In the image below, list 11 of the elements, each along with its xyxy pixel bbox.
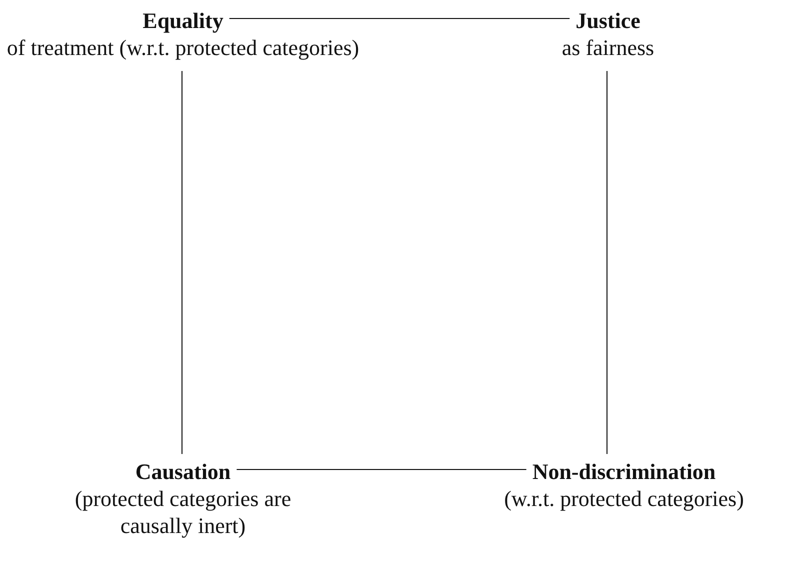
node-heading: Justice	[576, 7, 640, 34]
node-description: of treatment (w.r.t. protected categories)	[6, 34, 360, 61]
node-description: (w.r.t. protected categories)	[503, 485, 745, 512]
connector-line	[236, 469, 527, 470]
node-heading: Equality	[142, 7, 224, 34]
node-heading: Non-discrimination	[532, 458, 716, 485]
node-description: as fairness	[560, 34, 656, 61]
connector-line	[606, 70, 608, 454]
node-heading: Causation	[135, 458, 231, 485]
node-description: (protected categories are causally inert)	[74, 485, 292, 539]
connector-line	[228, 18, 570, 19]
